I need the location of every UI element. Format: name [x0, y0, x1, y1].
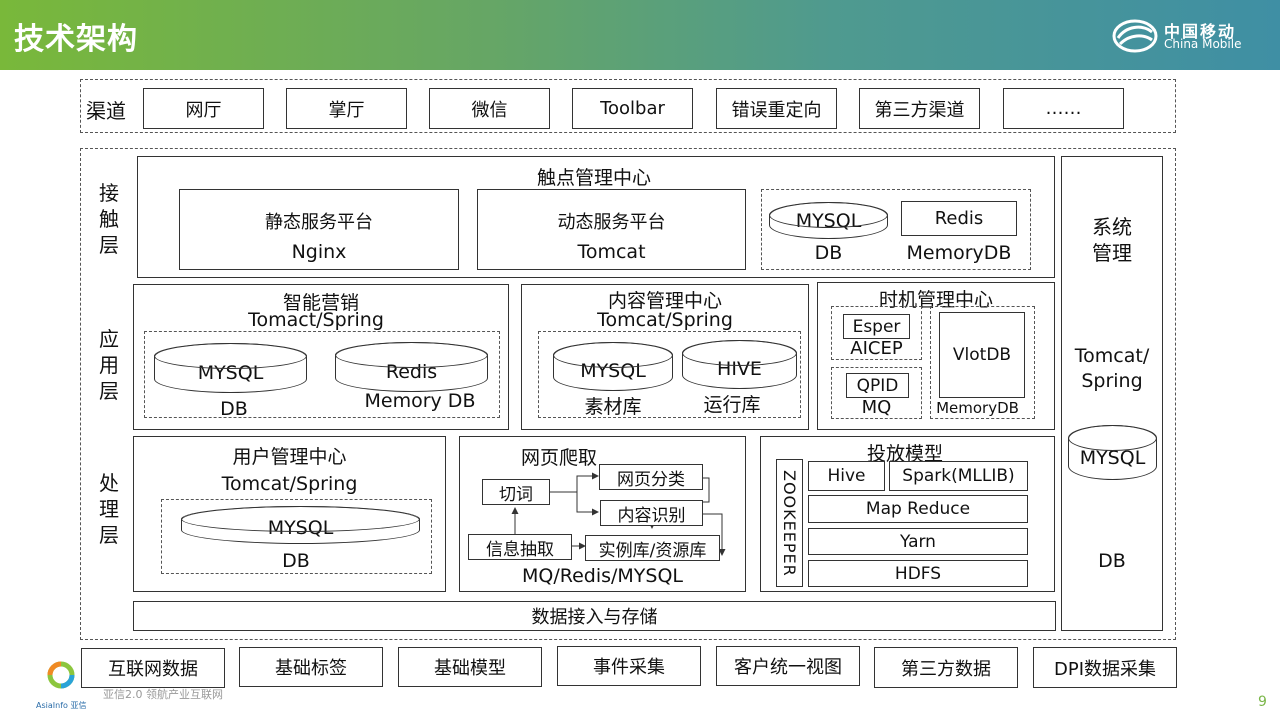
channels-label: 渠道 — [86, 99, 126, 123]
user-storage-frame — [161, 499, 432, 574]
crawl-title: 网页爬取 — [520, 447, 597, 469]
esper-box: Esper — [843, 314, 910, 339]
data-source-item: 客户统一视图 — [716, 646, 860, 686]
dynamic-platform-title: 动态服务平台 — [557, 212, 666, 233]
marketing-mysql-cylinder: MYSQL — [154, 343, 307, 393]
info-extract-box: 信息抽取 — [468, 534, 572, 560]
qpid-box: QPID — [846, 373, 909, 398]
footer-slogan: 亚信2.0 领航产业互联网 — [103, 688, 223, 701]
user-db-label: DB — [282, 550, 310, 572]
marketing-title: 智能营销 — [282, 292, 359, 314]
data-source-item: 基础模型 — [398, 647, 542, 687]
spark-box: Spark(MLLIB) — [889, 461, 1028, 491]
channel-item: 第三方渠道 — [859, 88, 980, 129]
header-bar — [0, 0, 1280, 70]
timing-memorydb-label: MemoryDB — [936, 399, 1019, 417]
delivery-model — [760, 436, 1055, 592]
yarn-box: Yarn — [808, 528, 1028, 555]
marketing-redis-cylinder: Redis — [335, 342, 488, 392]
process-layer-label: 处理层 — [99, 471, 119, 547]
zookeeper-label: ZOOKEEPER — [780, 469, 799, 577]
data-source-item: 基础标签 — [239, 647, 383, 687]
brand-cn: 中国移动 — [1164, 22, 1237, 41]
contact-db-label: DB — [814, 242, 843, 264]
touchpoint-title: 触点管理中心 — [537, 167, 652, 189]
data-source-item: DPI数据采集 — [1033, 647, 1177, 688]
system-mgmt-title: 系统管理 — [1092, 215, 1132, 265]
data-source-item: 互联网数据 — [81, 648, 225, 688]
channel-item: 掌厅 — [286, 88, 407, 129]
crawl-sub: MQ/Redis/MYSQL — [521, 565, 684, 587]
content-mysql-cylinder: MYSQL — [553, 342, 673, 391]
dynamic-platform-sub: Tomcat — [577, 241, 646, 263]
contact-memorydb-label: MemoryDB — [906, 242, 1012, 264]
system-db-label: DB — [1098, 550, 1126, 572]
content-center — [521, 284, 809, 430]
content-lib2-label: 运行库 — [703, 394, 761, 416]
timing-esper-frame — [831, 306, 922, 360]
content-sub: Tomcat/Spring — [597, 309, 733, 331]
user-sub: Tomcat/Spring — [221, 473, 358, 495]
system-mgmt-sub: Tomcat/Spring — [1074, 345, 1150, 392]
asiainfo-logo-text: AsiaInfo 亚信 — [36, 701, 87, 710]
cut-word-box: 切词 — [482, 479, 550, 505]
static-platform-sub: Nginx — [291, 241, 347, 263]
marketing-sub: Tomact/Spring — [248, 309, 384, 331]
channel-item: Toolbar — [572, 88, 693, 129]
content-hive-cylinder: HIVE — [682, 340, 797, 389]
mapreduce-box: Map Reduce — [808, 495, 1028, 523]
timing-center — [817, 282, 1055, 430]
dynamic-platform — [477, 189, 746, 270]
user-mysql-cylinder: MYSQL — [181, 506, 420, 544]
channel-item: 错误重定向 — [716, 88, 837, 129]
marketing-storage-frame — [144, 331, 500, 418]
asiainfo-logo-icon — [47, 661, 75, 689]
contact-redis-box: Redis — [901, 201, 1017, 236]
main-frame — [80, 148, 1176, 640]
timing-title: 时机管理中心 — [878, 289, 993, 311]
data-access-storage: 数据接入与存储 — [133, 601, 1056, 631]
channel-item: 网厅 — [143, 88, 264, 129]
content-lib1-label: 素材库 — [584, 396, 642, 418]
user-title: 用户管理中心 — [232, 446, 347, 468]
channels-frame — [80, 79, 1176, 133]
hdfs-box: HDFS — [808, 560, 1028, 587]
marketing-memorydb-label: Memory DB — [364, 390, 476, 412]
touchpoint-center — [137, 156, 1055, 278]
contact-mysql-cylinder: MYSQL — [769, 202, 888, 239]
system-mysql-cylinder: MYSQL — [1068, 425, 1157, 480]
instance-lib-box: 实例库/资源库 — [585, 535, 720, 561]
data-source-item: 第三方数据 — [874, 647, 1018, 688]
content-title: 内容管理中心 — [607, 290, 722, 312]
page-number: 9 — [1258, 694, 1267, 710]
crawl-center — [459, 436, 746, 592]
marketing-center — [133, 284, 509, 430]
delivery-title: 投放模型 — [866, 443, 943, 465]
contact-layer-label: 接触层 — [99, 181, 119, 257]
brand-en: China Mobile — [1164, 37, 1242, 51]
timing-qpid-frame — [831, 367, 922, 419]
aicep-label: AICEP — [850, 338, 903, 359]
page-title: 技术架构 — [14, 22, 138, 57]
user-center — [133, 436, 446, 592]
timing-memdb-frame — [930, 306, 1035, 419]
channel-item: …… — [1003, 88, 1124, 129]
content-storage-frame — [538, 331, 801, 418]
page-classify-box: 网页分类 — [599, 464, 703, 490]
content-recognize-box: 内容识别 — [600, 500, 703, 526]
zookeeper-box: ZOOKEEPER — [776, 459, 803, 587]
static-platform-title: 静态服务平台 — [265, 212, 373, 233]
app-layer-label: 应用层 — [99, 327, 119, 403]
marketing-db-label: DB — [220, 398, 248, 420]
static-platform — [179, 189, 459, 270]
hive-box: Hive — [808, 461, 885, 491]
data-source-item: 事件采集 — [557, 646, 701, 686]
channel-item: 微信 — [429, 88, 550, 129]
vlotdb-box: VlotDB — [939, 312, 1025, 398]
mq-label: MQ — [861, 397, 892, 418]
system-management — [1061, 156, 1163, 631]
contact-storage-frame — [761, 189, 1031, 270]
china-mobile-logo: 中国移动 China Mobile — [1112, 18, 1262, 54]
china-mobile-icon — [1112, 19, 1158, 53]
